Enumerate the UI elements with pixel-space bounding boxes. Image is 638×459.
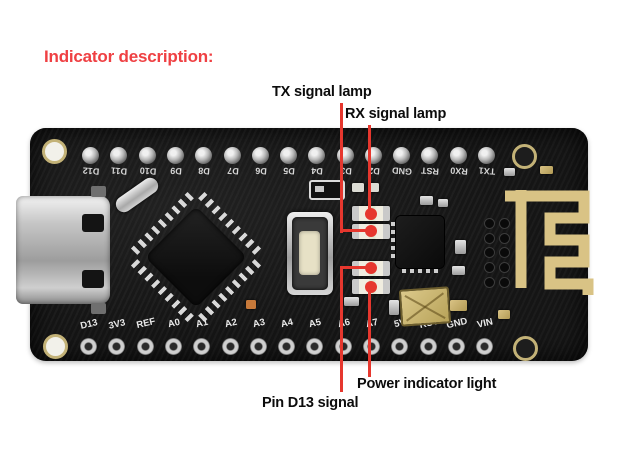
silkscreen-mark — [315, 186, 324, 192]
label-rx-signal-lamp: RX signal lamp — [345, 106, 447, 122]
smd-component — [368, 183, 379, 192]
usb-c-tab — [91, 186, 106, 197]
pin-hole — [137, 338, 154, 355]
via — [499, 262, 510, 274]
smd-component — [504, 168, 515, 176]
leader-dot-rx — [365, 208, 377, 220]
smd-component — [246, 300, 256, 309]
pin-hole — [193, 338, 210, 355]
smd-component — [540, 166, 553, 174]
pin-hole — [250, 338, 267, 355]
leader-line-power — [368, 291, 371, 377]
usb-c-slot — [82, 270, 104, 288]
pin-hole — [476, 338, 493, 355]
pin-hole — [391, 338, 408, 355]
pin-hole — [224, 147, 241, 164]
pin-hole — [167, 147, 184, 164]
smd-component — [498, 310, 510, 319]
pad-grid — [482, 216, 512, 290]
pin-hole — [421, 147, 438, 164]
leader-dot-power — [365, 281, 377, 293]
via — [499, 232, 510, 244]
silkscreen-box — [309, 180, 345, 200]
mounting-hole — [512, 144, 537, 169]
pin-hole — [420, 338, 437, 355]
pin-hole — [110, 147, 127, 164]
via — [499, 217, 510, 229]
via — [484, 232, 495, 244]
usb-c-slot — [82, 214, 104, 232]
pin-hole — [222, 338, 239, 355]
pin-hole — [450, 147, 467, 164]
pin-hole — [195, 147, 212, 164]
pin-hole — [335, 338, 352, 355]
pin-hole — [306, 338, 323, 355]
pin-hole — [448, 338, 465, 355]
leader-dot-d13 — [365, 262, 377, 274]
leader-line-tx — [340, 103, 343, 233]
pin-hole — [108, 338, 125, 355]
smd-component — [452, 266, 465, 275]
rf-chip-pads — [391, 222, 395, 262]
reset-button — [287, 212, 333, 295]
pin-hole — [280, 147, 297, 164]
mounting-hole — [513, 336, 538, 361]
crystal — [398, 286, 452, 327]
leader-line-rx — [368, 125, 371, 211]
label-tx-signal-lamp: TX signal lamp — [272, 84, 372, 100]
pin-hole — [139, 147, 156, 164]
via — [484, 277, 495, 289]
rf-chip-pads — [402, 269, 438, 273]
via — [484, 262, 495, 274]
mounting-hole — [43, 334, 68, 359]
smd-component — [455, 240, 466, 254]
label-pin-d13-signal: Pin D13 signal — [262, 395, 359, 411]
usb-c-tab — [91, 303, 106, 314]
rf-chip — [391, 216, 444, 273]
leader-line-tx — [340, 229, 370, 232]
smd-component — [450, 300, 467, 311]
crystal-mark — [406, 291, 444, 322]
pin-hole — [80, 338, 97, 355]
pin-hole — [393, 147, 410, 164]
usb-c-connector — [16, 186, 110, 314]
smd-component — [344, 297, 359, 306]
pin-hole — [363, 338, 380, 355]
leader-line-d13 — [340, 266, 343, 392]
smd-component — [420, 196, 433, 205]
via — [499, 277, 510, 289]
via — [484, 247, 495, 259]
pin-hole — [252, 147, 269, 164]
smd-component — [352, 183, 364, 192]
leader-line-d13 — [340, 266, 370, 269]
pin-hole — [308, 147, 325, 164]
pin-hole — [165, 338, 182, 355]
via — [499, 247, 510, 259]
pcb-antenna — [505, 190, 594, 295]
page-title: Indicator description: — [44, 47, 214, 66]
pin-hole — [82, 147, 99, 164]
label-power-indicator: Power indicator light — [357, 376, 497, 392]
smd-component — [438, 199, 448, 207]
mounting-hole — [42, 139, 67, 164]
pin-hole — [278, 338, 295, 355]
pin-hole — [478, 147, 495, 164]
reset-button-cap — [299, 231, 320, 275]
smd-component — [389, 300, 399, 315]
via — [484, 217, 495, 229]
leader-dot-tx — [365, 225, 377, 237]
